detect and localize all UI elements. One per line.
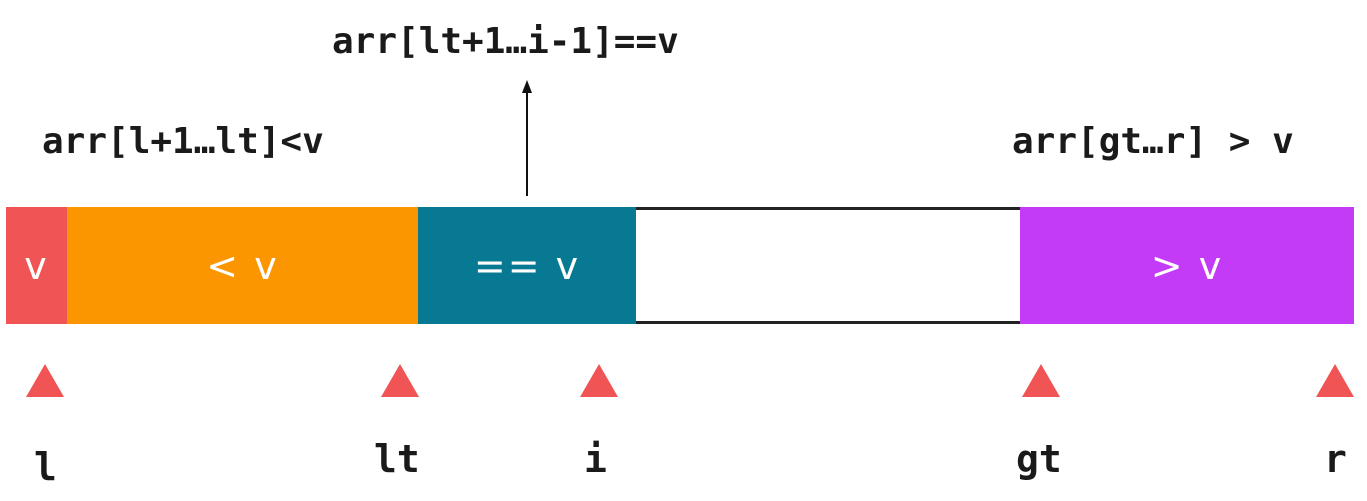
index-label-l: l [34, 445, 57, 489]
r-pointer-icon [1316, 364, 1354, 397]
equal-segment: == v [418, 207, 636, 324]
equal-range-arrow [526, 92, 528, 196]
index-label-i: i [584, 437, 607, 481]
less-than-segment: < v [67, 207, 418, 324]
l-pointer-icon [26, 364, 64, 397]
unprocessed-segment [636, 207, 1020, 324]
i-pointer-icon [580, 364, 618, 397]
less-range-annotation: arr[l+1…lt]<v [42, 121, 324, 162]
pivot-segment: v [6, 207, 67, 324]
lt-pointer-icon [381, 364, 419, 397]
index-label-r: r [1324, 437, 1347, 481]
greater-than-segment: > v [1020, 207, 1354, 324]
greater-range-annotation: arr[gt…r] > v [1012, 121, 1294, 162]
equal-range-annotation: arr[lt+1…i-1]==v [332, 21, 679, 62]
equal-range-arrow-head [522, 80, 532, 93]
index-label-gt: gt [1016, 437, 1062, 481]
array-bar: v < v == v > v [6, 207, 1354, 324]
gt-pointer-icon [1022, 364, 1060, 397]
index-label-lt: lt [374, 437, 420, 481]
